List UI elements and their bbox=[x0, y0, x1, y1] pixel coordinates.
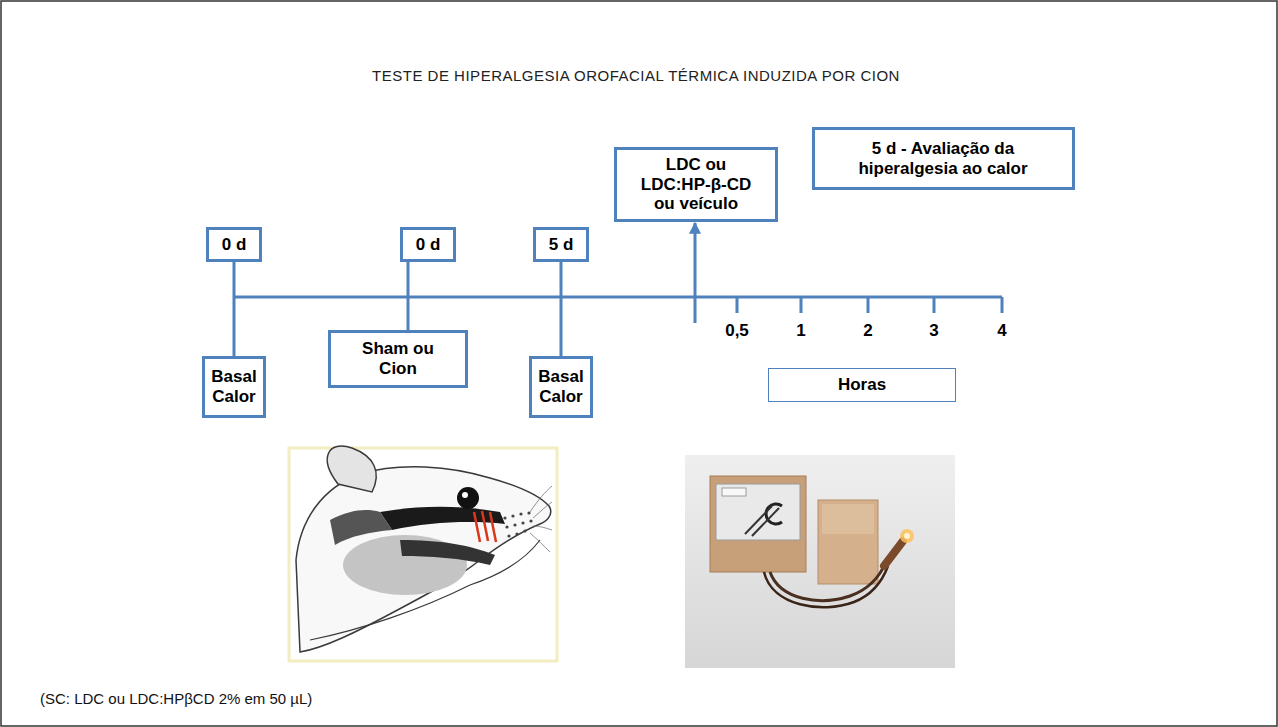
rat-illustration bbox=[482, 511, 488, 541]
rat-illustration bbox=[296, 467, 551, 652]
rat-illustration bbox=[530, 533, 550, 552]
timeline bbox=[867, 297, 870, 313]
rat-illustration bbox=[529, 519, 532, 522]
rat-illustration bbox=[533, 526, 552, 530]
process-box: Basal Calor bbox=[529, 356, 593, 418]
rat-illustration bbox=[519, 512, 522, 515]
device-photo bbox=[818, 500, 878, 584]
rat-illustration bbox=[505, 525, 508, 528]
timeline bbox=[1001, 297, 1004, 313]
rat-illustration bbox=[400, 540, 495, 565]
rat-illustration bbox=[503, 511, 532, 537]
rat-illustration bbox=[511, 514, 514, 517]
device-photo bbox=[716, 484, 800, 540]
rat-illustration bbox=[330, 510, 392, 545]
connector-line bbox=[560, 262, 563, 356]
rat-illustration bbox=[457, 487, 479, 509]
process-box: LDC ou LDC:HP-β-CD ou veículo bbox=[614, 147, 778, 222]
connector-line bbox=[407, 262, 410, 330]
box-text: 5 d - Avaliação da hiperalgesia ao calor bbox=[835, 139, 1052, 178]
figure-caption: (SC: LDC ou LDC:HPβCD 2% em 50 µL) bbox=[40, 690, 312, 707]
process-box: 0 d bbox=[206, 227, 262, 262]
device-photo bbox=[900, 529, 914, 543]
device-photo bbox=[904, 533, 910, 539]
device-photo bbox=[752, 508, 779, 536]
device-photo bbox=[685, 455, 955, 668]
process-box: Horas bbox=[768, 368, 956, 402]
box-text: Basal Calor bbox=[209, 367, 259, 406]
rat-illustration bbox=[515, 532, 518, 535]
device-photo bbox=[884, 541, 903, 566]
rat-illustration bbox=[513, 523, 516, 526]
rat-illustration bbox=[289, 446, 557, 661]
box-text: Horas bbox=[779, 375, 945, 395]
rat-illustration bbox=[327, 446, 376, 492]
rat-illustration bbox=[310, 585, 470, 640]
box-text: 5 d bbox=[540, 235, 582, 255]
device-photo bbox=[722, 488, 746, 496]
timeline bbox=[736, 297, 739, 313]
box-text: Sham ou Cion bbox=[351, 339, 445, 378]
timeline bbox=[933, 297, 936, 313]
rat-illustration bbox=[470, 540, 540, 585]
timeline bbox=[234, 296, 1002, 299]
rat-illustration bbox=[521, 521, 524, 524]
axis-tick-label: 0,5 bbox=[725, 321, 749, 341]
axis-tick-label: 1 bbox=[796, 321, 805, 341]
timeline bbox=[234, 297, 1002, 313]
process-box: Basal Calor bbox=[202, 356, 266, 418]
process-box: 0 d bbox=[400, 227, 456, 262]
diagram-title: TESTE DE HIPERALGESIA OROFACIAL TÉRMICA … bbox=[0, 67, 1272, 84]
rat-illustration bbox=[523, 529, 526, 532]
rat-illustration bbox=[503, 516, 506, 519]
axis-tick-label: 3 bbox=[929, 321, 938, 341]
box-text: Basal Calor bbox=[536, 367, 586, 406]
box-text: 0 d bbox=[213, 235, 255, 255]
box-text: LDC ou LDC:HP-β-CD ou veículo bbox=[637, 155, 755, 214]
rat-illustration bbox=[474, 512, 480, 542]
rat-illustration bbox=[507, 534, 510, 537]
axis-tick-label: 4 bbox=[997, 321, 1006, 341]
device-photo bbox=[764, 566, 888, 607]
process-box: 5 d bbox=[533, 227, 589, 262]
process-box: 5 d - Avaliação da hiperalgesia ao calor bbox=[812, 127, 1075, 190]
dosing-arrow bbox=[694, 223, 697, 323]
rat-illustration bbox=[490, 512, 496, 542]
rat-illustration bbox=[530, 486, 552, 552]
timeline bbox=[800, 297, 803, 313]
box-text: 0 d bbox=[407, 235, 449, 255]
process-box: Sham ou Cion bbox=[328, 330, 468, 388]
connector-line bbox=[233, 262, 236, 356]
device-photo bbox=[710, 476, 806, 572]
rat-illustration bbox=[530, 486, 552, 512]
rat-illustration bbox=[462, 492, 468, 498]
rat-illustration bbox=[533, 502, 552, 518]
axis-tick-label: 2 bbox=[863, 321, 872, 341]
device-photo bbox=[685, 455, 955, 668]
rat-illustration bbox=[289, 448, 557, 661]
device-photo bbox=[822, 504, 874, 534]
